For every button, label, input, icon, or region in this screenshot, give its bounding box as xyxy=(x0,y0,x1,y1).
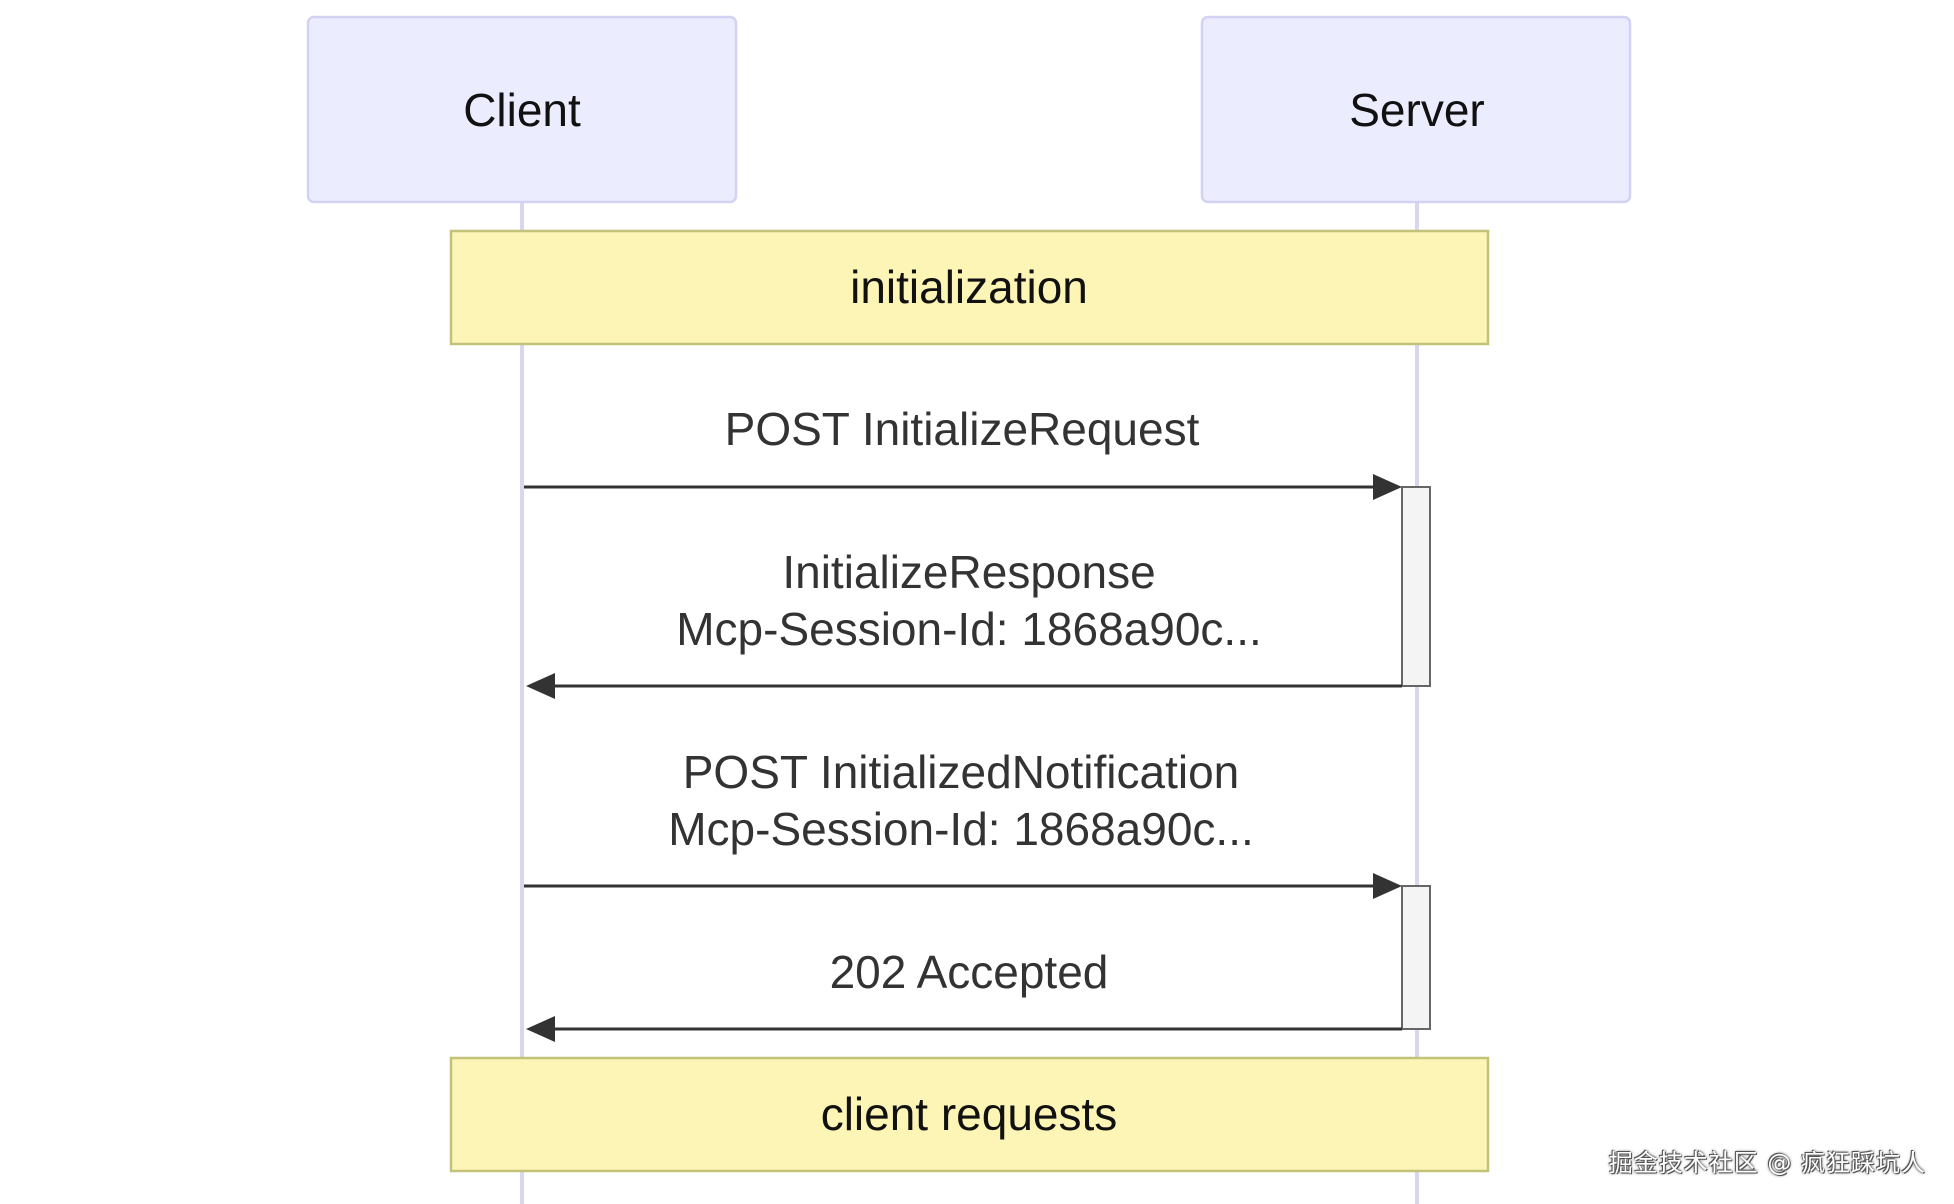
message-initialized-notification-label-line2: Mcp-Session-Id: 1868a90c... xyxy=(668,803,1254,855)
note-client-requests-box xyxy=(449,1056,1490,1173)
note-client-requests: client requests xyxy=(449,1056,1490,1173)
participant-client-label: Client xyxy=(463,84,581,136)
participant-server-box xyxy=(1200,15,1632,204)
message-initialized-notification-label-line1: POST InitializedNotification xyxy=(683,746,1240,798)
message-accepted: 202 Accepted xyxy=(526,946,1402,1042)
note-client-requests-text: client requests xyxy=(821,1088,1118,1140)
server-activation-2 xyxy=(1401,885,1431,1030)
note-initialization-text: initialization xyxy=(850,261,1088,313)
message-initialize-response: InitializeResponse Mcp-Session-Id: 1868a… xyxy=(526,546,1402,699)
note-initialization: initialization xyxy=(449,229,1490,346)
participant-client: Client xyxy=(306,15,738,204)
message-initialize-request: POST InitializeRequest xyxy=(524,403,1402,500)
note-initialization-box xyxy=(449,229,1490,346)
message-initialize-request-arrow xyxy=(1373,474,1402,500)
participant-server: Server xyxy=(1200,15,1632,204)
watermark: 掘金技术社区 @ 疯狂踩坑人 xyxy=(1608,1149,1926,1177)
message-accepted-label: 202 Accepted xyxy=(830,946,1109,998)
participant-server-label: Server xyxy=(1349,84,1484,136)
message-accepted-arrow xyxy=(526,1016,555,1042)
message-initialize-request-label: POST InitializeRequest xyxy=(725,403,1200,455)
message-initialized-notification: POST InitializedNotification Mcp-Session… xyxy=(524,746,1402,899)
message-initialize-response-label-line2: Mcp-Session-Id: 1868a90c... xyxy=(676,603,1262,655)
participant-client-box xyxy=(306,15,738,204)
message-initialize-response-label-line1: InitializeResponse xyxy=(782,546,1155,598)
server-activation-1 xyxy=(1401,486,1431,687)
message-initialize-response-arrow xyxy=(526,673,555,699)
message-initialized-notification-arrow xyxy=(1373,873,1402,899)
